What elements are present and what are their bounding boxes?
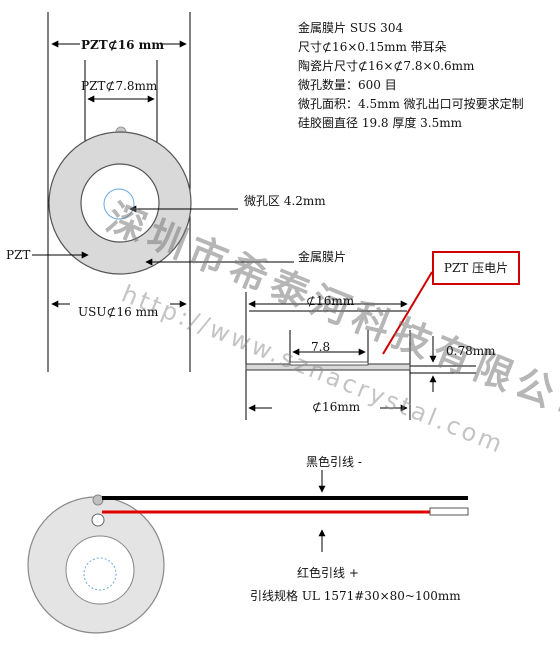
metal-disk <box>80 163 160 243</box>
spec-line: 微孔面积：4.5mm 微孔出口可按要求定制 <box>298 97 524 111</box>
label-metal-film: 金属膜片 <box>298 250 347 264</box>
side-view <box>245 271 476 420</box>
label-side-inner: 7.8 <box>311 340 331 354</box>
callout-red-line <box>382 271 433 355</box>
wire-microhole <box>83 557 117 591</box>
spec-line: 微孔数量：600 目 <box>298 78 397 92</box>
watermark: 深圳市希泰河科技有限公司 http://www.sznacrystal.com <box>101 196 560 460</box>
wire-metal-disk <box>65 535 135 605</box>
label-black-wire: 黑色引线 - <box>306 455 362 469</box>
label-side-top: ⊄16mm <box>306 294 355 308</box>
spec-line: 金属膜片 SUS 304 <box>298 21 404 35</box>
red-wire-end <box>429 507 469 516</box>
label-side-bottom: ⊄16mm <box>312 400 361 414</box>
label-thickness: 0.78mm <box>446 344 496 358</box>
top-view <box>32 12 294 372</box>
label-wire-spec: 引线规格 UL 1571#30×80~100mm <box>250 589 461 603</box>
wire-tab-hole <box>91 513 105 527</box>
label-microhole: 微孔区 4.2mm <box>244 194 326 208</box>
wire-view <box>27 470 469 634</box>
callout-pzt-piezo: PZT 压电片 <box>432 251 520 285</box>
wire-solder-black <box>92 494 104 506</box>
label-pzt: PZT <box>6 248 31 262</box>
microhole-zone <box>103 188 135 220</box>
spec-line: 尺寸⊄16×0.15mm 带耳朵 <box>298 40 447 54</box>
spec-line: 陶瓷片尺寸⊄16×⊄7.8×0.6mm <box>298 59 475 73</box>
label-red-wire: 红色引线 + <box>297 566 359 580</box>
label-pzt-inner: PZT⊄7.8mm <box>81 79 158 93</box>
label-usu: USU⊄16 mm <box>78 305 159 319</box>
label-pzt-outer: PZT⊄16 mm <box>81 38 165 52</box>
side-inner-layer <box>289 361 369 366</box>
spec-line: 硅胶圈直径 19.8 厚度 3.5mm <box>298 116 463 130</box>
